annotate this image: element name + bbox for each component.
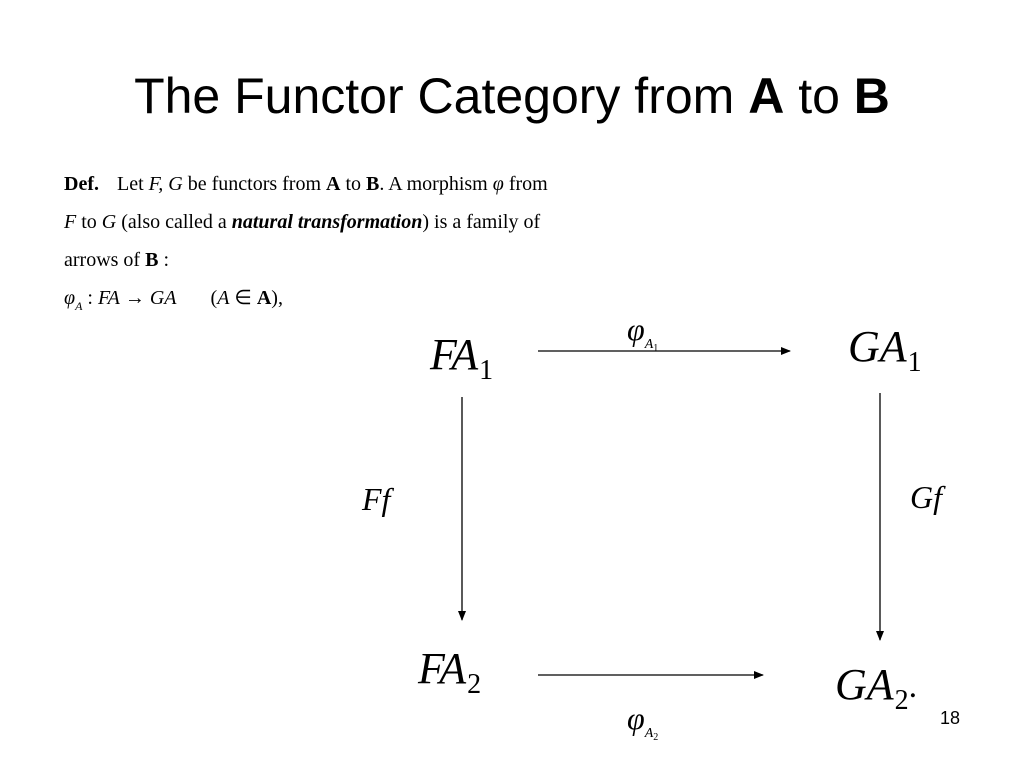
text: (also called a: [116, 211, 232, 233]
title-text-to: to: [784, 68, 854, 124]
text: A: [644, 337, 654, 352]
label-gf: Gf: [910, 479, 942, 515]
text: GA: [835, 660, 894, 709]
category-a: A: [256, 287, 272, 309]
functor-f: F: [64, 211, 77, 233]
label-ff: Ff: [362, 481, 391, 517]
label-phi-a1: φA1: [627, 311, 658, 356]
text: 1: [653, 343, 659, 354]
formula-ga: GA: [149, 287, 177, 309]
text: GA: [848, 322, 907, 371]
slide-title: The Functor Category from A to B: [0, 66, 1024, 126]
text: 1: [907, 347, 922, 378]
phi-symbol: φ: [492, 173, 504, 195]
definition-block: Def.Let F, G be functors from A to B. A …: [64, 165, 744, 317]
text: φ: [627, 700, 645, 736]
text: :: [158, 249, 169, 271]
text: ) is a family of: [422, 211, 541, 233]
text: to: [76, 211, 102, 233]
object-a: A: [217, 287, 230, 309]
text: Let: [116, 173, 149, 195]
text: . A morphism: [379, 173, 493, 195]
element-of-symbol: ∈: [229, 287, 257, 309]
right-arrow-symbol: →: [119, 287, 150, 309]
category-b: B: [145, 249, 159, 271]
node-fa1: FA1: [430, 330, 493, 386]
title-category-a: A: [748, 68, 785, 124]
text: φ: [627, 311, 645, 347]
label-phi-a2: φA2: [627, 700, 658, 745]
text: 1: [479, 355, 494, 386]
formula-fa: FA: [97, 287, 120, 309]
text: A: [644, 726, 654, 741]
definition-formula: φA : FA → GA(A ∈ A),: [64, 279, 744, 317]
definition-line-1: Def. Let F, G be functors from A to B. A …: [64, 165, 744, 203]
text: 2: [653, 732, 659, 743]
node-ga1: GA1: [848, 322, 922, 378]
functor-g: G: [101, 211, 117, 233]
phi-symbol: φ: [64, 287, 76, 309]
text: .: [908, 668, 918, 705]
category-b: B: [366, 173, 380, 195]
text: FA: [418, 644, 467, 693]
node-fa2: FA2: [418, 644, 481, 700]
page-number: 18: [940, 708, 961, 728]
category-a: A: [326, 173, 341, 195]
text: from: [503, 173, 548, 195]
text: ),: [271, 287, 283, 309]
text: to: [340, 173, 367, 195]
definition-line-3: arrows of B :: [64, 241, 744, 279]
text: :: [82, 287, 98, 309]
text: 2: [467, 669, 482, 700]
text: 2: [894, 685, 909, 716]
text: be functors from: [182, 173, 327, 195]
definition-line-2: F to G (also called a natural transforma…: [64, 203, 744, 241]
title-category-b: B: [853, 68, 890, 124]
text: (: [210, 287, 218, 309]
text: FA: [430, 330, 479, 379]
node-ga2: GA2.: [835, 660, 917, 716]
functors-f-g: F, G: [148, 173, 183, 195]
natural-transformation-term: natural transformation: [231, 211, 423, 233]
phi-subscript: A: [75, 299, 83, 313]
def-label: Def.: [64, 173, 99, 195]
title-text: The Functor Category from: [134, 68, 749, 124]
text: arrows of: [64, 249, 146, 271]
